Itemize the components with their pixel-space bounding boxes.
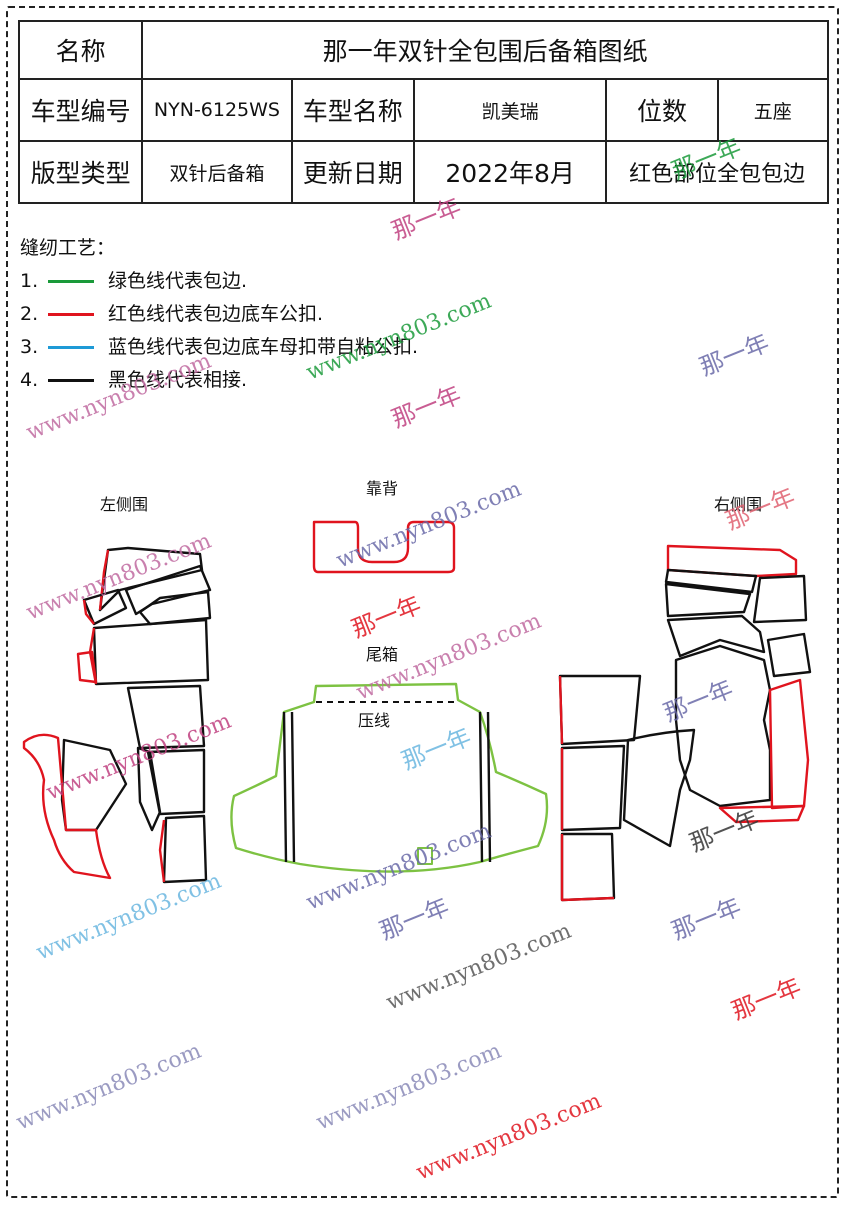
left-side-label: 左侧围: [100, 495, 148, 514]
blue-line-swatch: [48, 346, 94, 349]
spec-row-model: 车型编号 NYN-6125WS 车型名称 凯美瑞 位数 五座: [17, 78, 830, 142]
model-name-label: 车型名称: [290, 78, 415, 142]
backrest-label: 靠背: [366, 479, 398, 498]
watermark-brand: 那一年: [696, 329, 773, 382]
watermark-url: www.nyn803.com: [13, 1039, 205, 1136]
watermark-brand-layer: 那一年 那一年 那一年 那一年 那一年 那一年 那一年 那一年 那一年 那一年 …: [348, 133, 805, 1026]
black-line-swatch: [48, 379, 94, 382]
process-item: 4. 黑色线代表相接.: [20, 364, 418, 397]
backrest-piece: [312, 520, 456, 574]
process-number: 3.: [20, 336, 39, 358]
watermark-brand: 那一年: [668, 893, 745, 946]
pattern-type-value: 双针后备箱: [141, 140, 293, 204]
watermark-url: www.nyn803.com: [33, 869, 225, 966]
green-line-swatch: [48, 280, 94, 283]
right-side-label: 右侧围: [714, 495, 762, 514]
process-text: 红色线代表包边底车公扣.: [108, 303, 324, 325]
watermark-url: www.nyn803.com: [333, 477, 525, 574]
watermark-brand: 那一年: [668, 133, 745, 186]
watermark-brand: 那一年: [376, 893, 453, 946]
sewing-process: 缝纫工艺： 1. 绿色线代表包边. 2. 红色线代表包边底车公扣. 3. 蓝色线…: [20, 232, 418, 397]
watermark-url: www.nyn803.com: [413, 1089, 605, 1186]
update-date-label: 更新日期: [290, 140, 415, 204]
seats-label: 位数: [605, 78, 719, 142]
watermark-brand: 那一年: [728, 973, 805, 1026]
process-item: 2. 红色线代表包边底车公扣.: [20, 298, 418, 331]
process-text: 绿色线代表包边.: [108, 270, 248, 292]
left-side-panel: [22, 546, 212, 884]
red-note: 红色部位全包包边: [605, 140, 829, 204]
model-code-value: NYN-6125WS: [141, 78, 293, 142]
process-number: 4.: [20, 369, 39, 391]
name-value: 那一年双针全包围后备箱图纸: [141, 20, 829, 80]
spec-row-type: 版型类型 双针后备箱 更新日期 2022年8月 红色部位全包包边: [17, 140, 829, 204]
process-title: 缝纫工艺：: [20, 237, 116, 259]
watermark-url: www.nyn803.com: [303, 819, 495, 916]
pattern-type-label: 版型类型: [17, 140, 144, 204]
process-number: 1.: [20, 270, 39, 292]
watermark-brand: 那一年: [388, 193, 465, 246]
watermark-url: www.nyn803.com: [313, 1039, 505, 1136]
name-label: 名称: [17, 20, 144, 80]
trunk-label: 尾箱: [366, 645, 398, 664]
watermark-brand: 那一年: [388, 381, 465, 434]
page-frame: [6, 6, 839, 1198]
watermark-brand: 那一年: [660, 675, 737, 728]
watermark-brand: 那一年: [348, 591, 425, 644]
spec-row-name: 名称 那一年双针全包围后备箱图纸: [17, 20, 829, 80]
watermark-layer: www.nyn803.com www.nyn803.com www.nyn803…: [13, 289, 605, 1186]
watermark-url: www.nyn803.com: [23, 349, 215, 446]
model-name-value: 凯美瑞: [412, 78, 608, 142]
red-line-swatch: [48, 313, 94, 316]
watermark-brand: 那一年: [398, 723, 475, 776]
spec-table: 名称 那一年双针全包围后备箱图纸 车型编号 NYN-6125WS 车型名称 凯美…: [17, 20, 830, 204]
process-text: 蓝色线代表包边底车母扣带自粘公扣.: [108, 336, 419, 358]
update-date-value: 2022年8月: [412, 140, 608, 204]
process-item: 3. 蓝色线代表包边底车母扣带自粘公扣.: [20, 331, 418, 364]
press-line-label: 压线: [358, 711, 390, 730]
process-text: 黑色线代表相接.: [108, 369, 248, 391]
trunk-floor-piece: [230, 682, 549, 873]
watermark-brand: 那一年: [722, 483, 799, 536]
seats-value: 五座: [716, 78, 830, 142]
process-number: 2.: [20, 303, 39, 325]
model-code-label: 车型编号: [17, 78, 144, 142]
watermark-url: www.nyn803.com: [303, 289, 495, 386]
process-item: 1. 绿色线代表包边.: [20, 265, 418, 298]
right-side-panel: [558, 544, 812, 902]
